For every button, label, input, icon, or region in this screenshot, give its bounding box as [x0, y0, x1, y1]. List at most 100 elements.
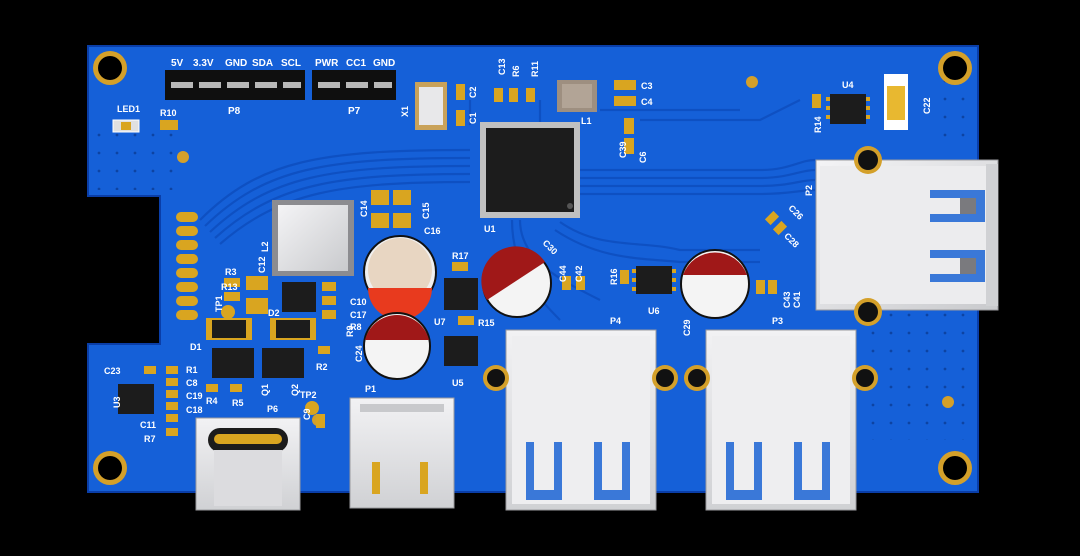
usb-a-p3: P3: [684, 316, 878, 511]
ref-c13: C13: [497, 58, 507, 75]
mounting-holes: [93, 51, 972, 485]
ref-u4: U4: [842, 80, 854, 90]
ref-q1: Q1: [260, 384, 270, 396]
bottom-left-cluster: C23 U3 R1 C8 C19 C18 C11 R7 R4 R5: [104, 365, 244, 444]
ref-c1: C1: [468, 112, 478, 124]
led1-group: LED1 R10: [112, 104, 178, 133]
p7-ref: P7: [348, 106, 361, 117]
ref-u1: U1: [484, 224, 496, 234]
ref-r16: R16: [609, 268, 619, 285]
ref-u7: U7: [434, 317, 446, 327]
ref-d1: D1: [190, 342, 202, 352]
ref-c8: C8: [186, 378, 198, 388]
ref-c10: C10: [350, 297, 367, 307]
p7-pin-label: GND: [373, 58, 395, 69]
ref-r13: R13: [221, 282, 238, 292]
header-p8: 5V 3.3V GND SDA SCL P8: [165, 58, 305, 117]
ref-p6: P6: [267, 404, 278, 414]
transistors: Q1 Q2 R2: [212, 346, 330, 396]
ref-tp1: TP1: [214, 295, 224, 312]
cap-c24: C24: [354, 312, 431, 380]
p8-pin-label: 5V: [171, 58, 184, 69]
ref-c19: C19: [186, 391, 203, 401]
ref-c15: C15: [421, 202, 431, 219]
ref-p3: P3: [772, 316, 783, 326]
via-field: [96, 130, 176, 190]
cap-c29: C29: [680, 249, 750, 336]
caps-c43-c41: C43 C41: [756, 280, 802, 308]
ref-c44: C44: [558, 265, 568, 282]
ref-c24: C24: [354, 345, 364, 362]
ref-c11: C11: [140, 420, 156, 430]
ref-p2: P2: [804, 185, 814, 196]
ref-u6: U6: [648, 306, 660, 316]
inductor-l1: L1: [557, 80, 597, 126]
p7-pin-label: CC1: [346, 58, 366, 69]
via-field: [940, 80, 974, 140]
ic-u7: R17 U7 R15: [434, 251, 495, 328]
ref-r5: R5: [232, 398, 244, 408]
p8-pin-label: 3.3V: [193, 58, 214, 69]
ref-d2: D2: [268, 308, 280, 318]
ref-tp2: TP2: [300, 390, 317, 400]
ref-u3: U3: [112, 396, 122, 408]
ref-c23: C23: [104, 366, 121, 376]
ref-c18: C18: [186, 405, 203, 415]
ref-c39: C39: [618, 141, 628, 158]
usb-a-p2: P2: [804, 146, 999, 326]
p8-pin-label: SCL: [281, 58, 301, 69]
ic-u6: R16 U6: [609, 266, 676, 316]
ref-c17: C17: [350, 310, 367, 320]
ref-led1: LED1: [117, 104, 140, 114]
p7-pin-label: PWR: [315, 58, 339, 69]
ref-r14: R14: [813, 116, 823, 133]
edge-pads: [176, 212, 198, 320]
small-passives-top: C2 C1 C13 R6 R11: [456, 58, 540, 126]
p8-pin-label: SDA: [252, 58, 273, 69]
ref-c4: C4: [641, 97, 653, 107]
p8-ref: P8: [228, 106, 241, 117]
ref-r1: R1: [186, 365, 198, 375]
copper-traces: [199, 99, 816, 321]
ref-l1: L1: [581, 116, 592, 126]
ref-x1: X1: [400, 106, 410, 117]
ref-c42: C42: [574, 265, 584, 282]
ref-p1: P1: [365, 384, 376, 394]
ic-u1: U1: [480, 122, 580, 234]
ref-c41: C41: [792, 291, 802, 308]
ref-r11: R11: [530, 61, 540, 77]
ref-q2: Q2: [290, 384, 300, 396]
ic-u5: U5: [444, 336, 478, 388]
ref-r3: R3: [225, 267, 237, 277]
usb-c-p6: P6: [195, 404, 301, 511]
ref-c29: C29: [682, 319, 692, 336]
tp2-c9: TP2 C9: [300, 390, 325, 428]
ref-c2: C2: [468, 86, 478, 98]
usb-a-p4: P4: [483, 316, 678, 511]
cap-c30: C30: [481, 238, 560, 318]
ref-r9: R9: [345, 325, 355, 337]
inductor-l2: L2: [260, 200, 354, 276]
caps-c44-c42: C44 C42: [558, 265, 585, 290]
header-p7: PWR CC1 GND P7: [312, 58, 396, 117]
diodes: D1 D2: [190, 308, 316, 352]
ref-p4: P4: [610, 316, 621, 326]
ref-r6: R6: [511, 65, 521, 77]
ref-c43: C43: [782, 291, 792, 308]
ref-l2: L2: [260, 241, 270, 252]
crystal-x1: X1: [400, 82, 447, 130]
usb-c-p1: P1: [349, 384, 455, 509]
ref-r17: R17: [452, 251, 469, 261]
p8-pin-label: GND: [225, 58, 247, 69]
ref-r4: R4: [206, 396, 218, 406]
ref-c9: C9: [302, 408, 312, 420]
cap-c16: C16: [363, 226, 441, 320]
ic-buck: C10 C17 R8 R9: [282, 282, 367, 337]
caps-c3-c4: C3 C4 C39 C6: [614, 80, 653, 163]
ref-c16: C16: [424, 226, 441, 236]
passives-left-mid: R3 R13 C12 TP1: [214, 256, 268, 319]
ref-r7: R7: [144, 434, 156, 444]
ref-r10: R10: [160, 108, 177, 118]
ref-c3: C3: [641, 81, 653, 91]
